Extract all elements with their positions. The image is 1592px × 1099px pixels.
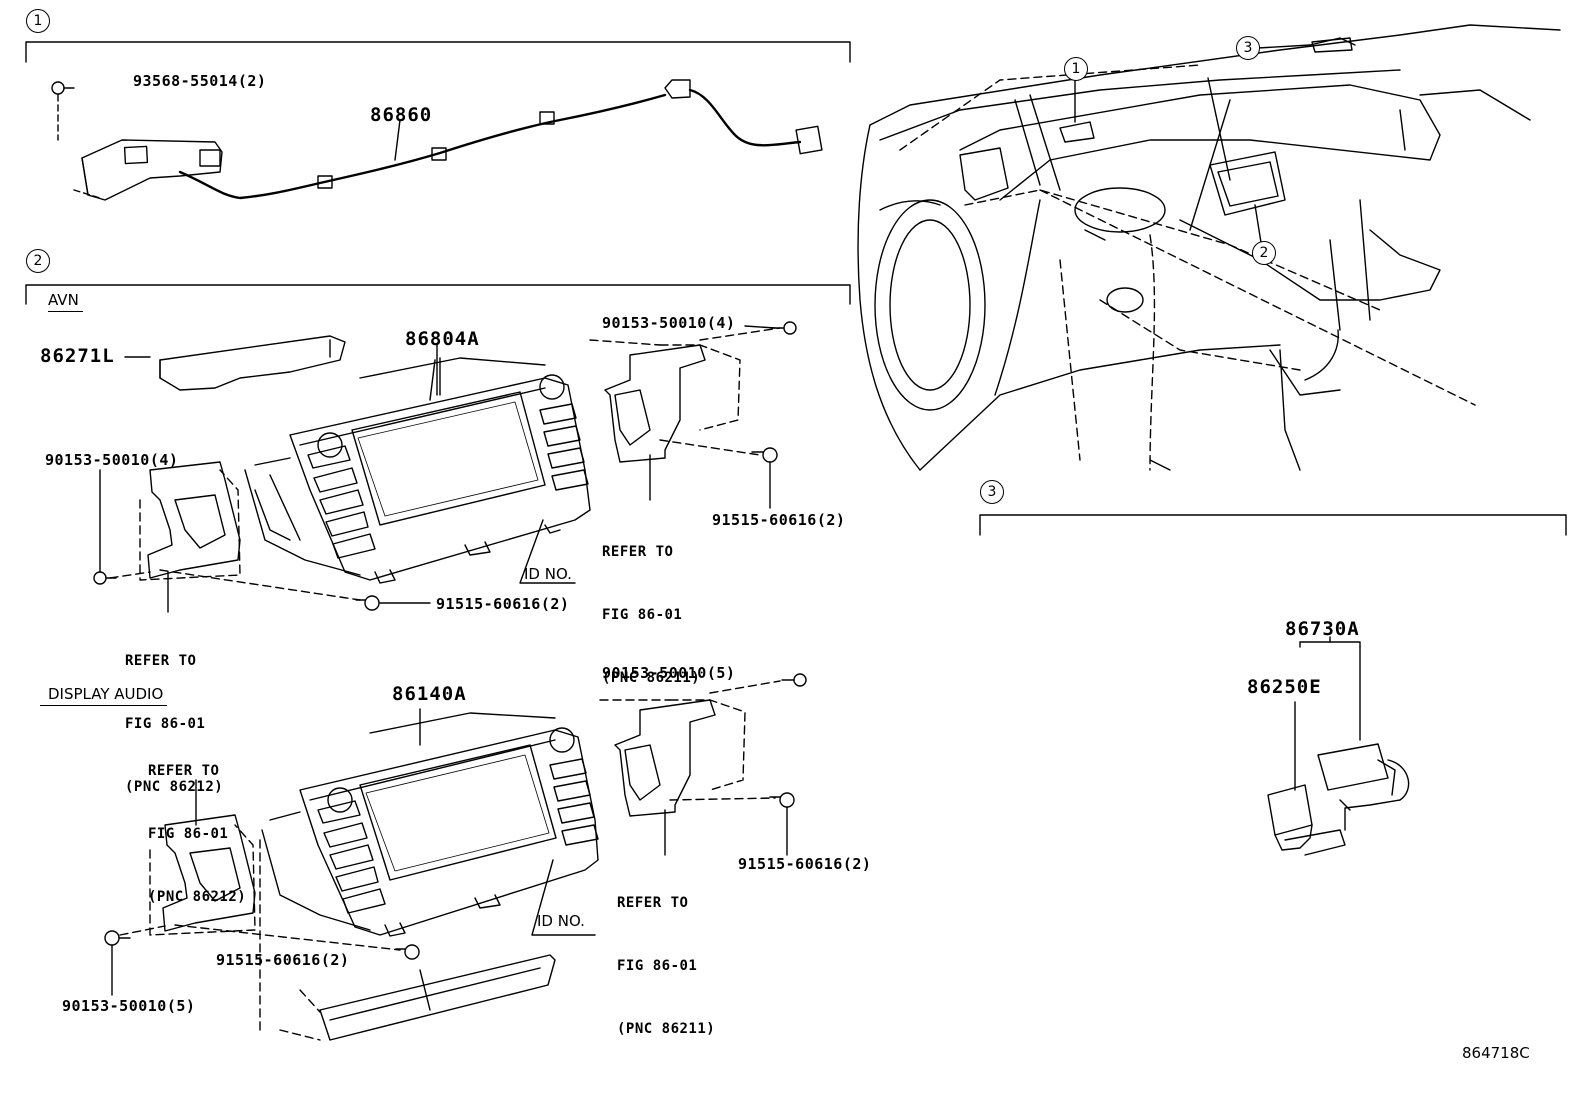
- display-audio-left-bracket: [119, 814, 401, 1031]
- avn-section-title: AVN: [48, 292, 83, 312]
- figure-code: 864718C: [1462, 1044, 1530, 1062]
- refer-line: (PNC 86212): [125, 779, 224, 795]
- refer-avn-right[interactable]: REFER TO FIG 86-01 (PNC 86211): [602, 500, 700, 710]
- display-audio-screws: [104, 673, 807, 996]
- section-bracket-2: [25, 284, 851, 305]
- part-90153-50010-da-left[interactable]: 90153-50010(5): [62, 997, 196, 1015]
- part-91515-60616-avn-bottom[interactable]: 91515-60616(2): [436, 595, 570, 613]
- refer-line: FIG 86-01: [125, 716, 206, 732]
- refer-line: (PNC 86211): [617, 1021, 716, 1037]
- part-86271L[interactable]: 86271L: [40, 345, 115, 367]
- refer-line: REFER TO: [148, 763, 220, 779]
- refer-avn-left[interactable]: REFER TO FIG 86-01 (PNC 86212): [125, 609, 223, 819]
- part-90153-50010-avn-left[interactable]: 90153-50010(4): [45, 451, 179, 469]
- antenna-cord-assembly: [51, 79, 823, 201]
- car-callout-3: 3: [1236, 36, 1260, 60]
- refer-da-right[interactable]: REFER TO FIG 86-01 (PNC 86211): [617, 851, 715, 1061]
- car-interior-view: [857, 24, 1561, 471]
- section-bracket-3: [979, 514, 1567, 536]
- refer-da-left[interactable]: REFER TO FIG 86-01 (PNC 86212): [148, 719, 246, 929]
- part-90153-50010-da-right[interactable]: 90153-50010(5): [602, 664, 736, 682]
- part-86250E[interactable]: 86250E: [1247, 676, 1322, 698]
- part-90153-50010-avn-right[interactable]: 90153-50010(4): [602, 314, 736, 332]
- section-bracket-1: [25, 41, 851, 63]
- display-audio-leader-lines: [195, 708, 666, 936]
- part-93568-55014[interactable]: 93568-55014(2): [133, 72, 267, 90]
- refer-line: REFER TO: [617, 895, 689, 911]
- part-91515-60616-da-right[interactable]: 91515-60616(2): [738, 855, 872, 873]
- id-no-label-avn: ID NO.: [524, 565, 572, 583]
- section-2-callout: 2: [26, 249, 50, 273]
- refer-line: (PNC 86212): [148, 889, 247, 905]
- avn-leader-lines: [167, 339, 651, 613]
- section3-parts-86730A: [1267, 636, 1410, 856]
- display-audio-section-title: DISPLAY AUDIO: [40, 686, 168, 706]
- part-86730A[interactable]: 86730A: [1285, 618, 1360, 640]
- part-91515-60616-avn-right[interactable]: 91515-60616(2): [712, 511, 846, 529]
- id-no-label-display-audio: ID NO.: [537, 912, 585, 930]
- avn-left-bracket: [109, 461, 361, 601]
- refer-line: REFER TO: [602, 544, 674, 560]
- section-3-callout: 3: [980, 480, 1004, 504]
- avn-upper-bracket-86271L: [124, 335, 346, 391]
- section-1-callout: 1: [26, 9, 50, 33]
- part-86140A[interactable]: 86140A: [392, 683, 467, 705]
- part-86804A[interactable]: 86804A: [405, 328, 480, 350]
- avn-head-unit-86804A: [244, 357, 591, 584]
- refer-line: REFER TO: [125, 653, 197, 669]
- display-audio-bottom-panel: [279, 954, 556, 1041]
- display-audio-head-unit-86140A: [261, 712, 599, 937]
- part-86860[interactable]: 86860: [370, 104, 433, 126]
- refer-line: (PNC 86211): [602, 670, 701, 686]
- avn-right-bracket: [589, 327, 781, 463]
- refer-line: FIG 86-01: [617, 958, 698, 974]
- display-audio-right-bracket: [599, 680, 781, 817]
- car-callout-2: 2: [1252, 241, 1276, 265]
- refer-line: FIG 86-01: [148, 826, 229, 842]
- avn-screws: [93, 321, 797, 611]
- car-callout-1: 1: [1064, 57, 1088, 81]
- part-91515-60616-da-bottom[interactable]: 91515-60616(2): [216, 951, 350, 969]
- refer-line: FIG 86-01: [602, 607, 683, 623]
